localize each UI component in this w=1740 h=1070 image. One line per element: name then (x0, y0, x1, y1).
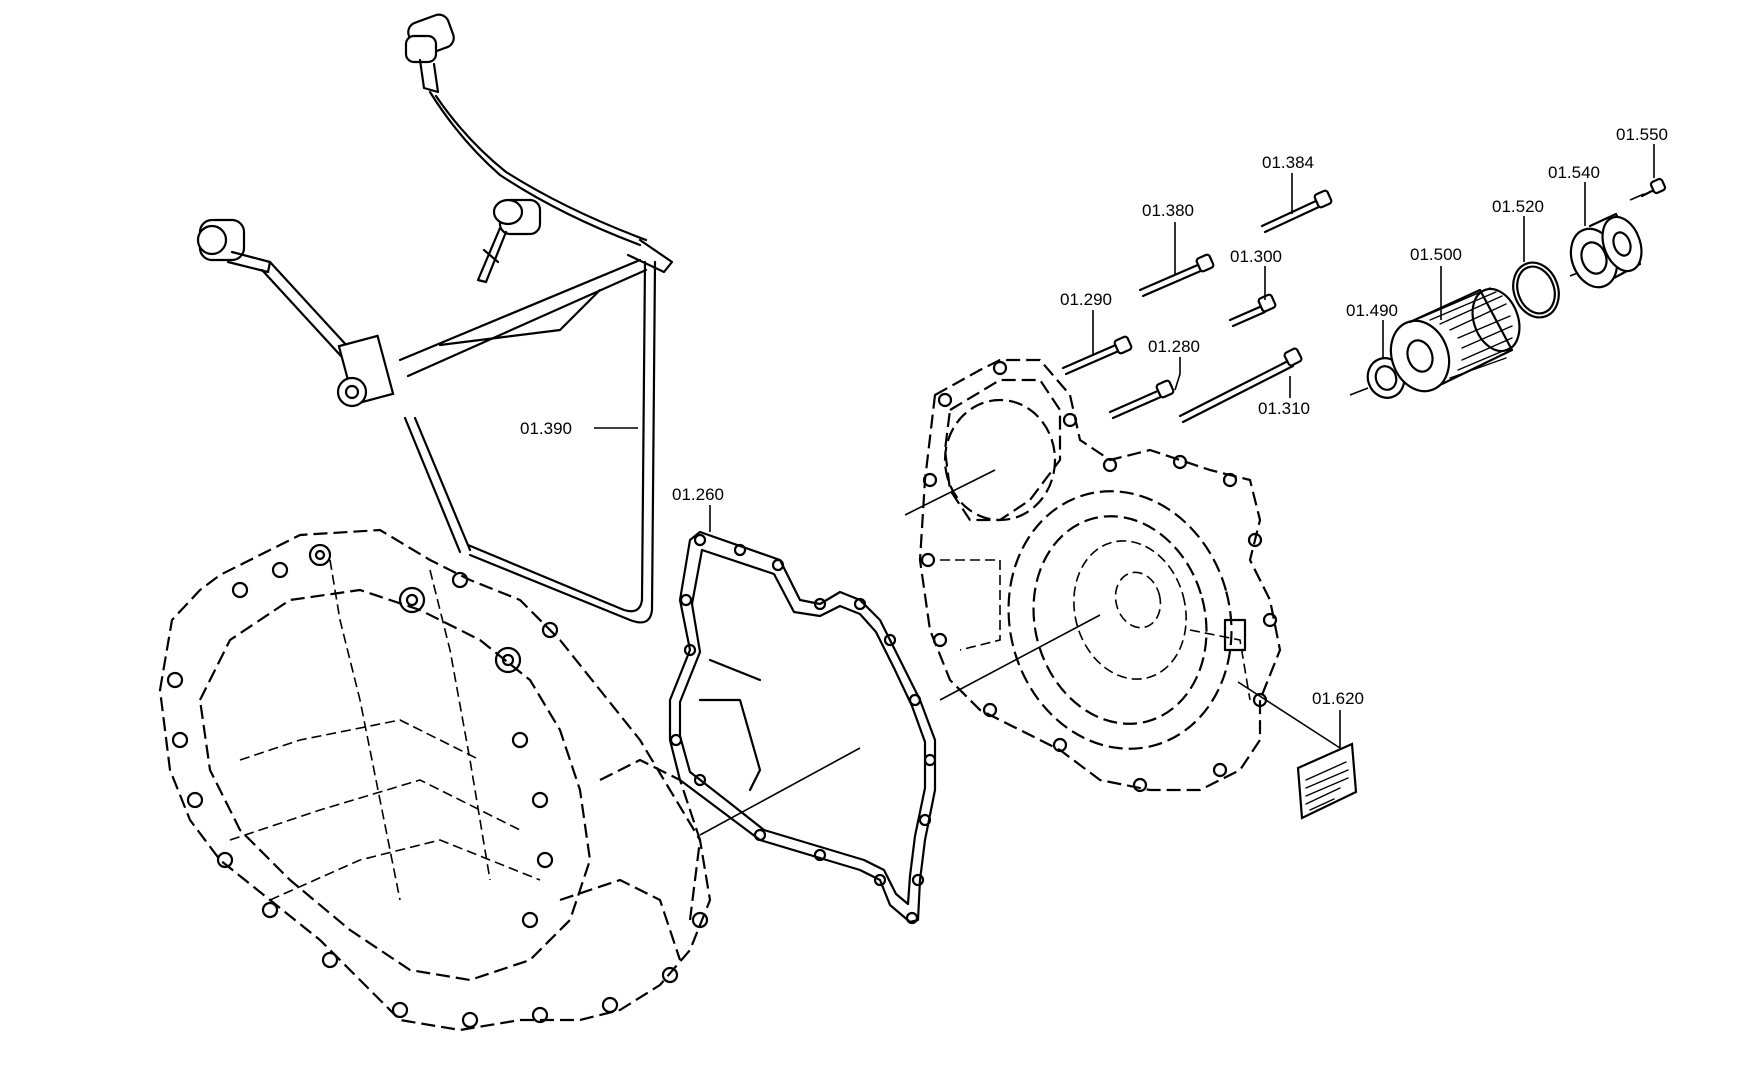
bolt-01-290[interactable] (1061, 310, 1133, 376)
part-label-01-384: 01.384 (1262, 153, 1314, 172)
bolt-01-310[interactable] (1178, 347, 1303, 424)
o-ring-01-520[interactable] (1506, 216, 1566, 324)
part-label-01-500: 01.500 (1410, 245, 1462, 264)
bolt-01-280[interactable] (1108, 357, 1181, 420)
part-label-01-620: 01.620 (1312, 689, 1364, 708)
part-label-01-550: 01.550 (1616, 125, 1668, 144)
part-label-01-540: 01.540 (1548, 163, 1600, 182)
bolt-01-384[interactable] (1260, 173, 1333, 234)
filter-element-01-500[interactable] (1381, 266, 1527, 399)
transmission-housing (158, 528, 712, 1032)
part-label-01-260: 01.260 (672, 485, 724, 504)
part-label-01-290: 01.290 (1060, 290, 1112, 309)
nameplate-01-620[interactable] (1237, 681, 1358, 820)
wiring-harness-01-390[interactable] (196, 12, 674, 624)
transmission-cover (904, 358, 1282, 793)
part-label-01-390: 01.390 (520, 419, 572, 438)
part-label-01-490: 01.490 (1346, 301, 1398, 320)
part-label-01-310: 01.310 (1258, 399, 1310, 418)
bolt-01-300[interactable] (1228, 266, 1277, 328)
bolt-01-380[interactable] (1138, 222, 1215, 298)
screw-01-550[interactable] (1629, 144, 1667, 201)
filter-cover-01-540[interactable] (1563, 182, 1648, 294)
part-label-01-280: 01.280 (1148, 337, 1200, 356)
gasket-01-260[interactable] (668, 505, 937, 925)
part-label-01-380: 01.380 (1142, 201, 1194, 220)
part-label-01-300: 01.300 (1230, 247, 1282, 266)
part-label-01-520: 01.520 (1492, 197, 1544, 216)
